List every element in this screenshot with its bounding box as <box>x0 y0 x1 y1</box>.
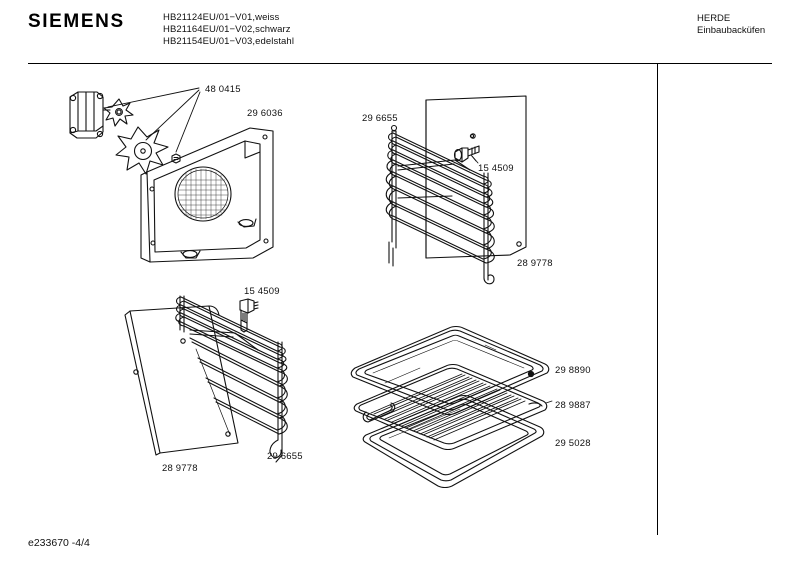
part-label-29-6036: 29 6036 <box>247 108 283 119</box>
part-29-5028-baking-sheet <box>362 394 545 489</box>
part-label-48-0415: 48 0415 <box>205 84 241 95</box>
siemens-logo: SIEMENS <box>28 11 125 32</box>
part-label-29-6655-lower: 29 6655 <box>267 451 303 462</box>
category-label: HERDE <box>697 13 731 24</box>
subcategory-label: Einbaubacküfen <box>697 25 766 37</box>
part-label-28-9778-upper: 28 9778 <box>517 258 553 269</box>
document-code: e233670 -4/4 <box>28 537 90 549</box>
model-number-3: HB21154EU/01−V03,edelstahl <box>163 36 295 48</box>
part-label-29-8890: 29 8890 <box>555 365 591 376</box>
part-label-28-9887: 28 9887 <box>555 400 591 411</box>
part-label-29-5028: 29 5028 <box>555 438 591 449</box>
part-label-15-4509-upper: 15 4509 <box>478 163 514 174</box>
vertical-divider-rule <box>657 64 658 535</box>
part-28-9778-upper-panel <box>425 95 527 259</box>
part-28-9887-wire-rack <box>353 363 548 451</box>
model-number-list: HB21124EU/01−V01,weiss HB21164EU/01−V02,… <box>163 12 294 49</box>
model-number-1: HB21124EU/01−V01,weiss <box>163 12 280 23</box>
part-28-9778-lower-panel <box>124 305 239 456</box>
part-29-8890-roasting-pan <box>350 325 550 416</box>
header-divider-rule <box>28 63 772 64</box>
part-29-6655-lower-element <box>175 295 288 463</box>
model-number-2: HB21164EU/01−V02,schwarz <box>163 24 291 36</box>
part-29-6036-fan-cover-panel <box>140 127 274 263</box>
part-label-28-9778-lower: 28 9778 <box>162 463 198 474</box>
part-29-6655-upper-element <box>385 124 495 285</box>
document-category-block: HERDE Einbaubacküfen <box>697 13 765 37</box>
part-48-0415-motor <box>69 87 201 175</box>
part-15-4509-lower-sensor <box>239 298 259 333</box>
part-label-29-6655-upper: 29 6655 <box>362 113 398 124</box>
part-label-15-4509-lower: 15 4509 <box>244 286 280 297</box>
